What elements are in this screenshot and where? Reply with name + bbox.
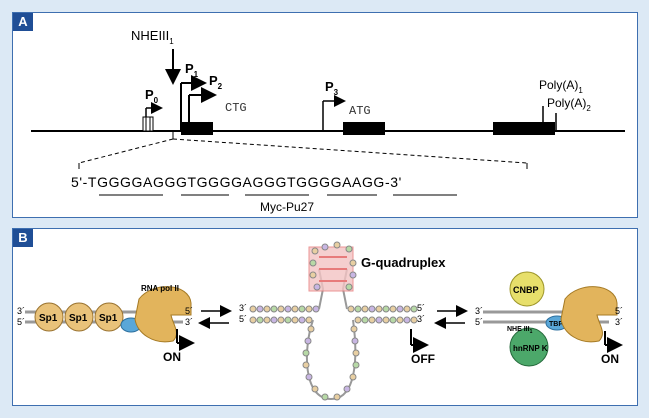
svg-text:3´: 3´ — [417, 314, 425, 324]
gene-map: NHEIII1 P0 P1 P2 CTG P3 ATG Poly(A)1 Pol… — [31, 28, 625, 214]
sp1-2 — [64, 302, 94, 332]
svg-text:3´: 3´ — [239, 303, 247, 313]
polya2-label: Poly(A)2 — [547, 96, 591, 113]
bead-strand-top — [249, 305, 418, 313]
g-quadruplex-structure — [308, 241, 357, 310]
p2-label: P2 — [209, 73, 223, 91]
quadruplex-diagram: 3´ 5´ Sp1 Sp1 Sp1 RNA pol II 5´ 3´ ON 3´… — [17, 241, 623, 401]
p0-label: P0 — [145, 87, 159, 105]
panel-b: B 3´ 5´ Sp1 Sp1 Sp1 RNA pol II 5´ 3´ ON … — [12, 228, 638, 406]
p3-label: P3 — [325, 79, 339, 97]
loop-beads — [302, 325, 360, 401]
rna-pol-right — [560, 286, 618, 343]
atg-text: ATG — [349, 104, 371, 118]
cnbp-protein — [509, 271, 545, 307]
rna-pol-left — [134, 286, 192, 343]
svg-text:3´: 3´ — [475, 306, 483, 316]
cnbp-label: CNBP — [513, 285, 539, 295]
svg-text:Sp1: Sp1 — [39, 313, 58, 324]
svg-text:5´: 5´ — [475, 317, 483, 327]
ctg-text: CTG — [225, 101, 247, 115]
panel-b-label: B — [13, 229, 33, 247]
svg-text:Sp1: Sp1 — [99, 313, 118, 324]
svg-text:Sp1: Sp1 — [69, 313, 88, 324]
zoom-line-left — [78, 138, 174, 164]
nhe-label: NHEIII1 — [131, 28, 174, 46]
svg-text:5´: 5´ — [417, 303, 425, 313]
svg-text:3´: 3´ — [185, 317, 193, 327]
exon-3 — [493, 122, 555, 135]
svg-text:5´: 5´ — [239, 314, 247, 324]
rnapol-label: RNA pol II — [141, 284, 179, 293]
nhe-right-label: NHE III1 — [507, 326, 533, 335]
polya1-label: Poly(A)1 — [539, 78, 583, 95]
myc-pu27-label: Myc-Pu27 — [260, 200, 314, 214]
hnrnpk-label: hnRNP K — [513, 344, 548, 353]
panel-a-label: A — [13, 13, 33, 31]
sequence-text: 5'-TGGGGAGGGTGGGGAGGGTGGGGAAGG-3' — [71, 174, 402, 190]
zoom-line-right — [172, 138, 528, 164]
on-left: ON — [163, 350, 181, 364]
left-5-end: 5´ — [17, 317, 25, 327]
p1-label: P1 — [185, 61, 199, 79]
off-label: OFF — [411, 352, 435, 366]
exon-2 — [343, 122, 385, 135]
left-3-end: 3´ — [17, 306, 25, 316]
svg-text:5´: 5´ — [185, 306, 193, 316]
g-quadruplex-label: G-quadruplex — [361, 255, 446, 270]
svg-text:5´: 5´ — [615, 306, 623, 316]
svg-text:3´: 3´ — [615, 317, 623, 327]
on-right: ON — [601, 352, 619, 366]
tbp-label: TBP — [549, 321, 563, 328]
hnrnpk-protein — [509, 327, 549, 367]
sp1-1 — [34, 302, 64, 332]
exon-1 — [181, 122, 213, 135]
bead-strand-bottom — [249, 316, 418, 324]
sp1-3 — [94, 302, 124, 332]
p0-box — [142, 116, 154, 132]
panel-a: A NHEIII1 P0 P1 P2 CTG P3 — [12, 12, 638, 218]
